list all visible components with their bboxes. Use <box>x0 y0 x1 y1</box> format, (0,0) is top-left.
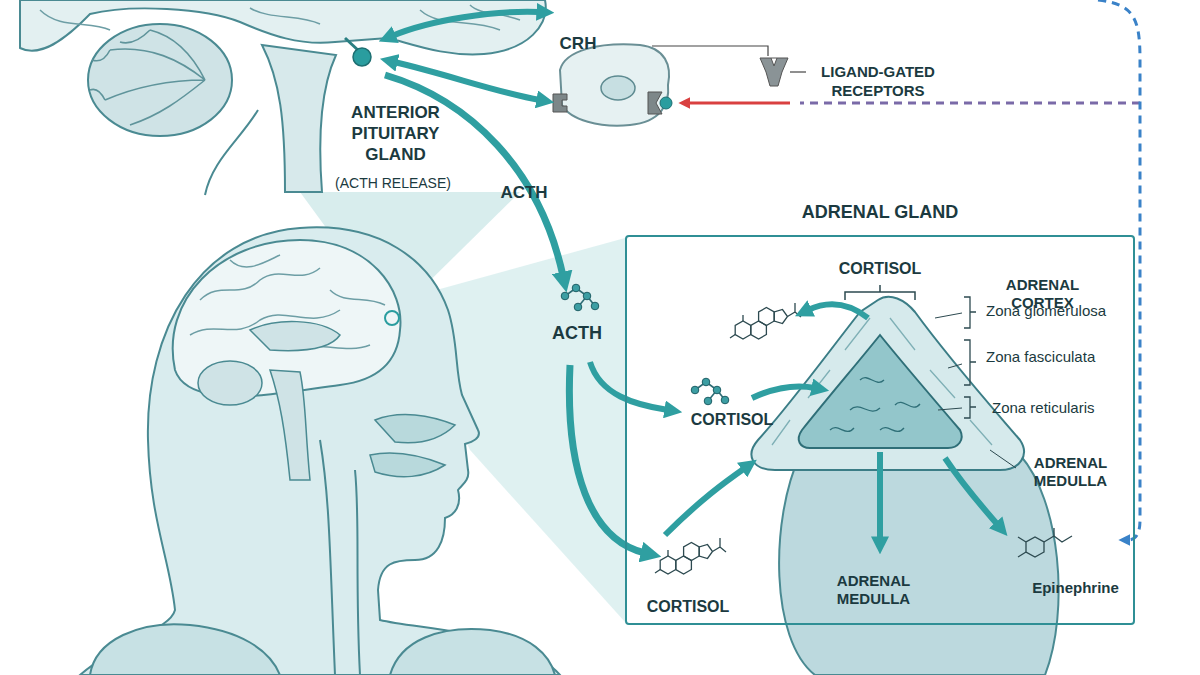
box-heading: ADRENAL GLAND <box>627 201 1133 223</box>
hormone-label: CORTISOL <box>636 597 740 617</box>
structure-label: ADRENAL MEDULLA <box>1018 454 1123 490</box>
flow-arrow <box>808 304 868 318</box>
flow-arrow <box>394 62 540 100</box>
structure-label: ADRENAL MEDULLA <box>821 572 926 608</box>
brainstem <box>270 370 310 480</box>
bracket <box>964 340 976 385</box>
zone-label: Zona glomerulosa <box>986 302 1131 320</box>
molecule-ring <box>1026 537 1044 557</box>
medulla-texture <box>830 378 920 432</box>
acth-molecule <box>561 284 599 311</box>
target-cell <box>560 44 669 125</box>
cerebellum <box>88 24 232 136</box>
ligand <box>660 97 672 109</box>
flow-arrow <box>392 12 540 36</box>
note-label: (ACTH RELEASE) <box>318 174 468 192</box>
bracket <box>964 397 976 418</box>
bracket <box>845 285 915 300</box>
zone-label: Zona fasciculata <box>986 348 1131 366</box>
hormone-label: CRH <box>552 34 604 54</box>
cortisol-molecule <box>730 303 801 339</box>
leader-line <box>935 313 1016 468</box>
adrenal-cortex <box>752 297 1024 470</box>
corpus-callosum <box>250 322 340 351</box>
structure-label: ANTERIOR PITUITARY GLAND <box>333 102 458 165</box>
cerebellum <box>198 361 262 405</box>
lung <box>390 629 555 675</box>
hormone-label: CORTISOL <box>828 259 932 279</box>
leader-line <box>652 46 768 56</box>
molecule-label: Epinephrine <box>1018 579 1133 597</box>
flow-arrow <box>569 365 645 553</box>
hormone-label: CORTISOL <box>680 410 784 430</box>
flow-arrow <box>945 458 998 525</box>
kidney <box>779 455 1059 675</box>
brain-gyri <box>190 255 385 350</box>
flow-arrow <box>752 386 815 398</box>
hormone-label: ACTH <box>543 323 611 344</box>
head-silhouette <box>80 227 560 675</box>
zoom-marker <box>385 311 399 325</box>
brainstem <box>262 45 336 192</box>
brain-cerebrum <box>20 0 546 54</box>
zone-label: Zona reticularis <box>992 399 1132 417</box>
signal-arrow <box>688 102 790 105</box>
nasal-cavity <box>370 415 455 477</box>
flow-arrow <box>665 468 745 535</box>
callout-label: LIGAND-GATED RECEPTORS <box>808 62 948 100</box>
leader-line <box>790 71 806 72</box>
bracket <box>964 297 976 328</box>
signal-line <box>800 102 1140 105</box>
flow-arrow <box>590 362 668 410</box>
airway <box>320 440 360 675</box>
receptor-symbol <box>760 58 788 86</box>
cortisol-molecule <box>655 538 726 574</box>
adrenal-medulla <box>799 335 962 448</box>
cerebellum-arbor <box>90 30 205 125</box>
group-box: ADRENAL GLAND <box>625 235 1135 625</box>
pituitary-gland <box>353 48 371 66</box>
receptor-symbol <box>553 94 567 112</box>
flow-arrow <box>877 452 883 540</box>
head-outline <box>205 110 258 195</box>
hormone-label: ACTH <box>490 183 558 203</box>
lung <box>90 624 280 675</box>
cell-nucleus <box>601 76 635 100</box>
molecule-bond <box>1018 528 1072 557</box>
acth-molecule <box>691 378 729 405</box>
